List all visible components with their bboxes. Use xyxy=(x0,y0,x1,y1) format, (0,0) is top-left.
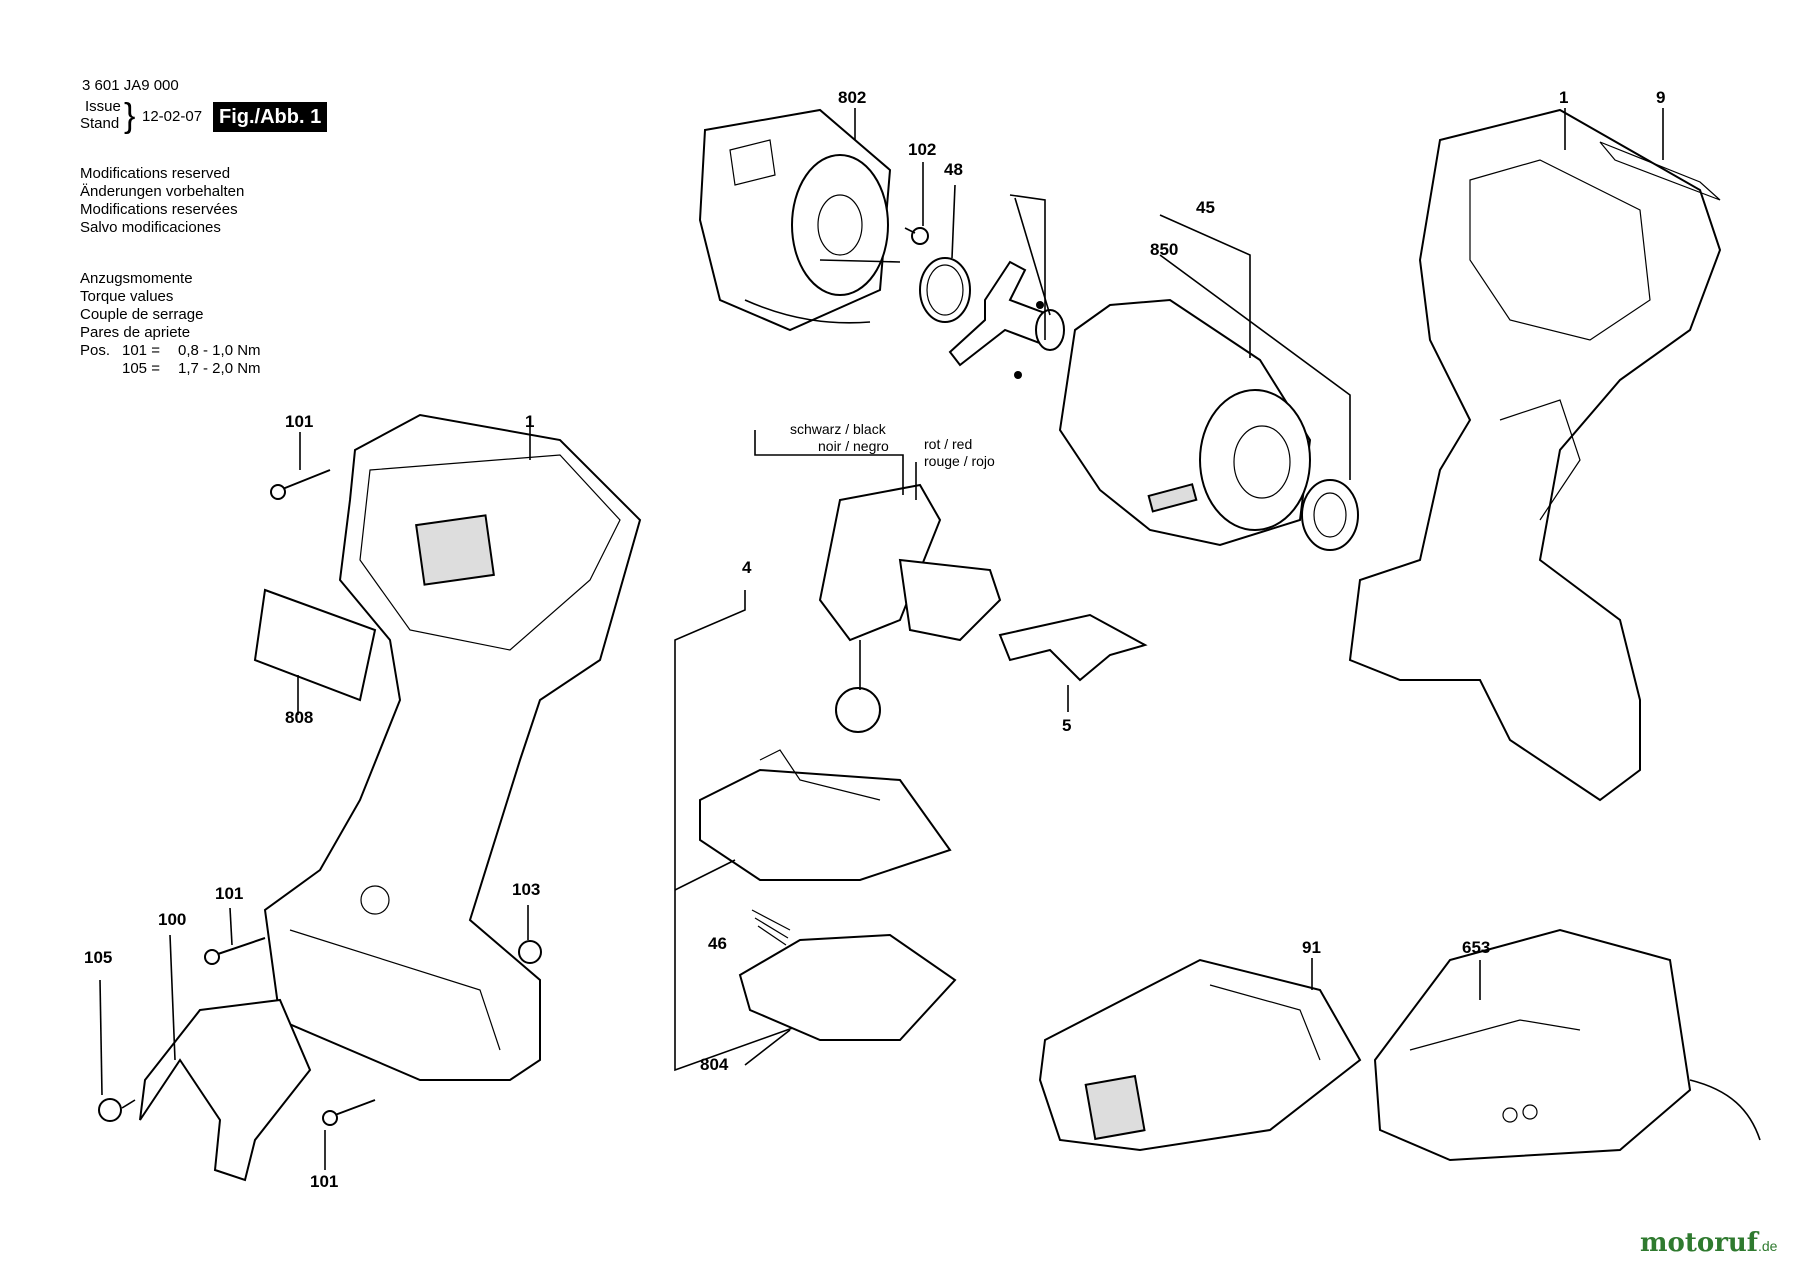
callout-9: 9 xyxy=(1656,88,1666,107)
housing-right-half xyxy=(1348,108,1722,802)
modification-line: Modifications reservées xyxy=(80,201,238,218)
screw-101-c xyxy=(322,1099,376,1126)
torque-pos: 101 = xyxy=(122,342,160,359)
lever-5 xyxy=(998,613,1148,682)
wire-label-black: noir / negro xyxy=(818,438,889,454)
callout-808: 808 xyxy=(285,708,314,727)
torque-heading: Torque values xyxy=(80,288,174,305)
label-strip-9 xyxy=(1599,141,1721,201)
torque-heading: Anzugsmomente xyxy=(80,270,193,287)
callout-103: 103 xyxy=(512,880,541,899)
callout-48: 48 xyxy=(944,160,963,179)
callout-653: 653 xyxy=(1462,938,1491,957)
wire-label-red: rouge / rojo xyxy=(924,453,995,469)
belt-clip-100 xyxy=(139,998,312,1182)
callout-5: 5 xyxy=(1062,716,1072,735)
screw-101-b xyxy=(204,937,266,965)
spring-46 xyxy=(751,909,791,946)
switch-assembly xyxy=(699,483,1002,881)
nut-103 xyxy=(518,940,542,964)
torque-heading: Pares de apriete xyxy=(80,324,191,341)
wire-label-red: rot / red xyxy=(924,436,973,452)
torque-pos-label: Pos. xyxy=(80,342,111,359)
issue-brace: } xyxy=(124,97,136,135)
wire-label-black: schwarz / black xyxy=(790,421,886,437)
modification-line: Änderungen vorbehalten xyxy=(80,183,245,200)
callout-101: 101 xyxy=(285,412,314,431)
callout-101: 101 xyxy=(310,1172,339,1191)
motoruf-logo: motoruf.de xyxy=(1640,1228,1777,1258)
impact-housing-part xyxy=(1058,298,1359,551)
callout-105: 105 xyxy=(84,948,113,967)
issue-label: Issue xyxy=(85,98,121,115)
motor-part xyxy=(698,108,901,332)
screw-101-a xyxy=(270,469,331,500)
battery-pack-part xyxy=(1038,958,1362,1152)
part-number: 3 601 JA9 000 xyxy=(82,77,179,94)
callout-91: 91 xyxy=(1302,938,1321,957)
callout-1-left: 1 xyxy=(525,412,535,431)
stand-label: Stand xyxy=(80,115,120,132)
modification-line: Modifications reserved xyxy=(80,165,231,182)
spindle-part xyxy=(948,260,1065,379)
callout-101: 101 xyxy=(215,884,244,903)
contact-plate-804 xyxy=(738,933,957,1041)
label-808 xyxy=(253,588,377,702)
screw-102 xyxy=(904,227,929,245)
torque-heading: Couple de serrage xyxy=(80,306,204,323)
screw-105 xyxy=(98,1098,122,1122)
callout-102: 102 xyxy=(908,140,937,159)
torque-value: 1,7 - 2,0 Nm xyxy=(178,360,261,377)
callout-45: 45 xyxy=(1196,198,1215,217)
housing-left-half xyxy=(263,413,642,1081)
logo-brand: motoruf xyxy=(1640,1228,1758,1258)
issue-date: 12-02-07 xyxy=(142,108,203,125)
modification-line: Salvo modificaciones xyxy=(80,219,221,236)
logo-tld: .de xyxy=(1758,1238,1778,1254)
torque-pos: 105 = xyxy=(122,360,160,377)
callout-100: 100 xyxy=(158,910,187,929)
callout-4: 4 xyxy=(742,558,752,577)
torque-value: 0,8 - 1,0 Nm xyxy=(178,342,261,359)
figure-label: Fig./Abb. 1 xyxy=(213,102,328,132)
callout-46: 46 xyxy=(708,934,727,953)
charger-part xyxy=(1373,928,1761,1162)
callout-802: 802 xyxy=(838,88,867,107)
callout-1-right: 1 xyxy=(1559,88,1569,107)
callout-804: 804 xyxy=(700,1055,729,1074)
o-ring-48 xyxy=(919,257,971,323)
callout-850: 850 xyxy=(1150,240,1179,259)
